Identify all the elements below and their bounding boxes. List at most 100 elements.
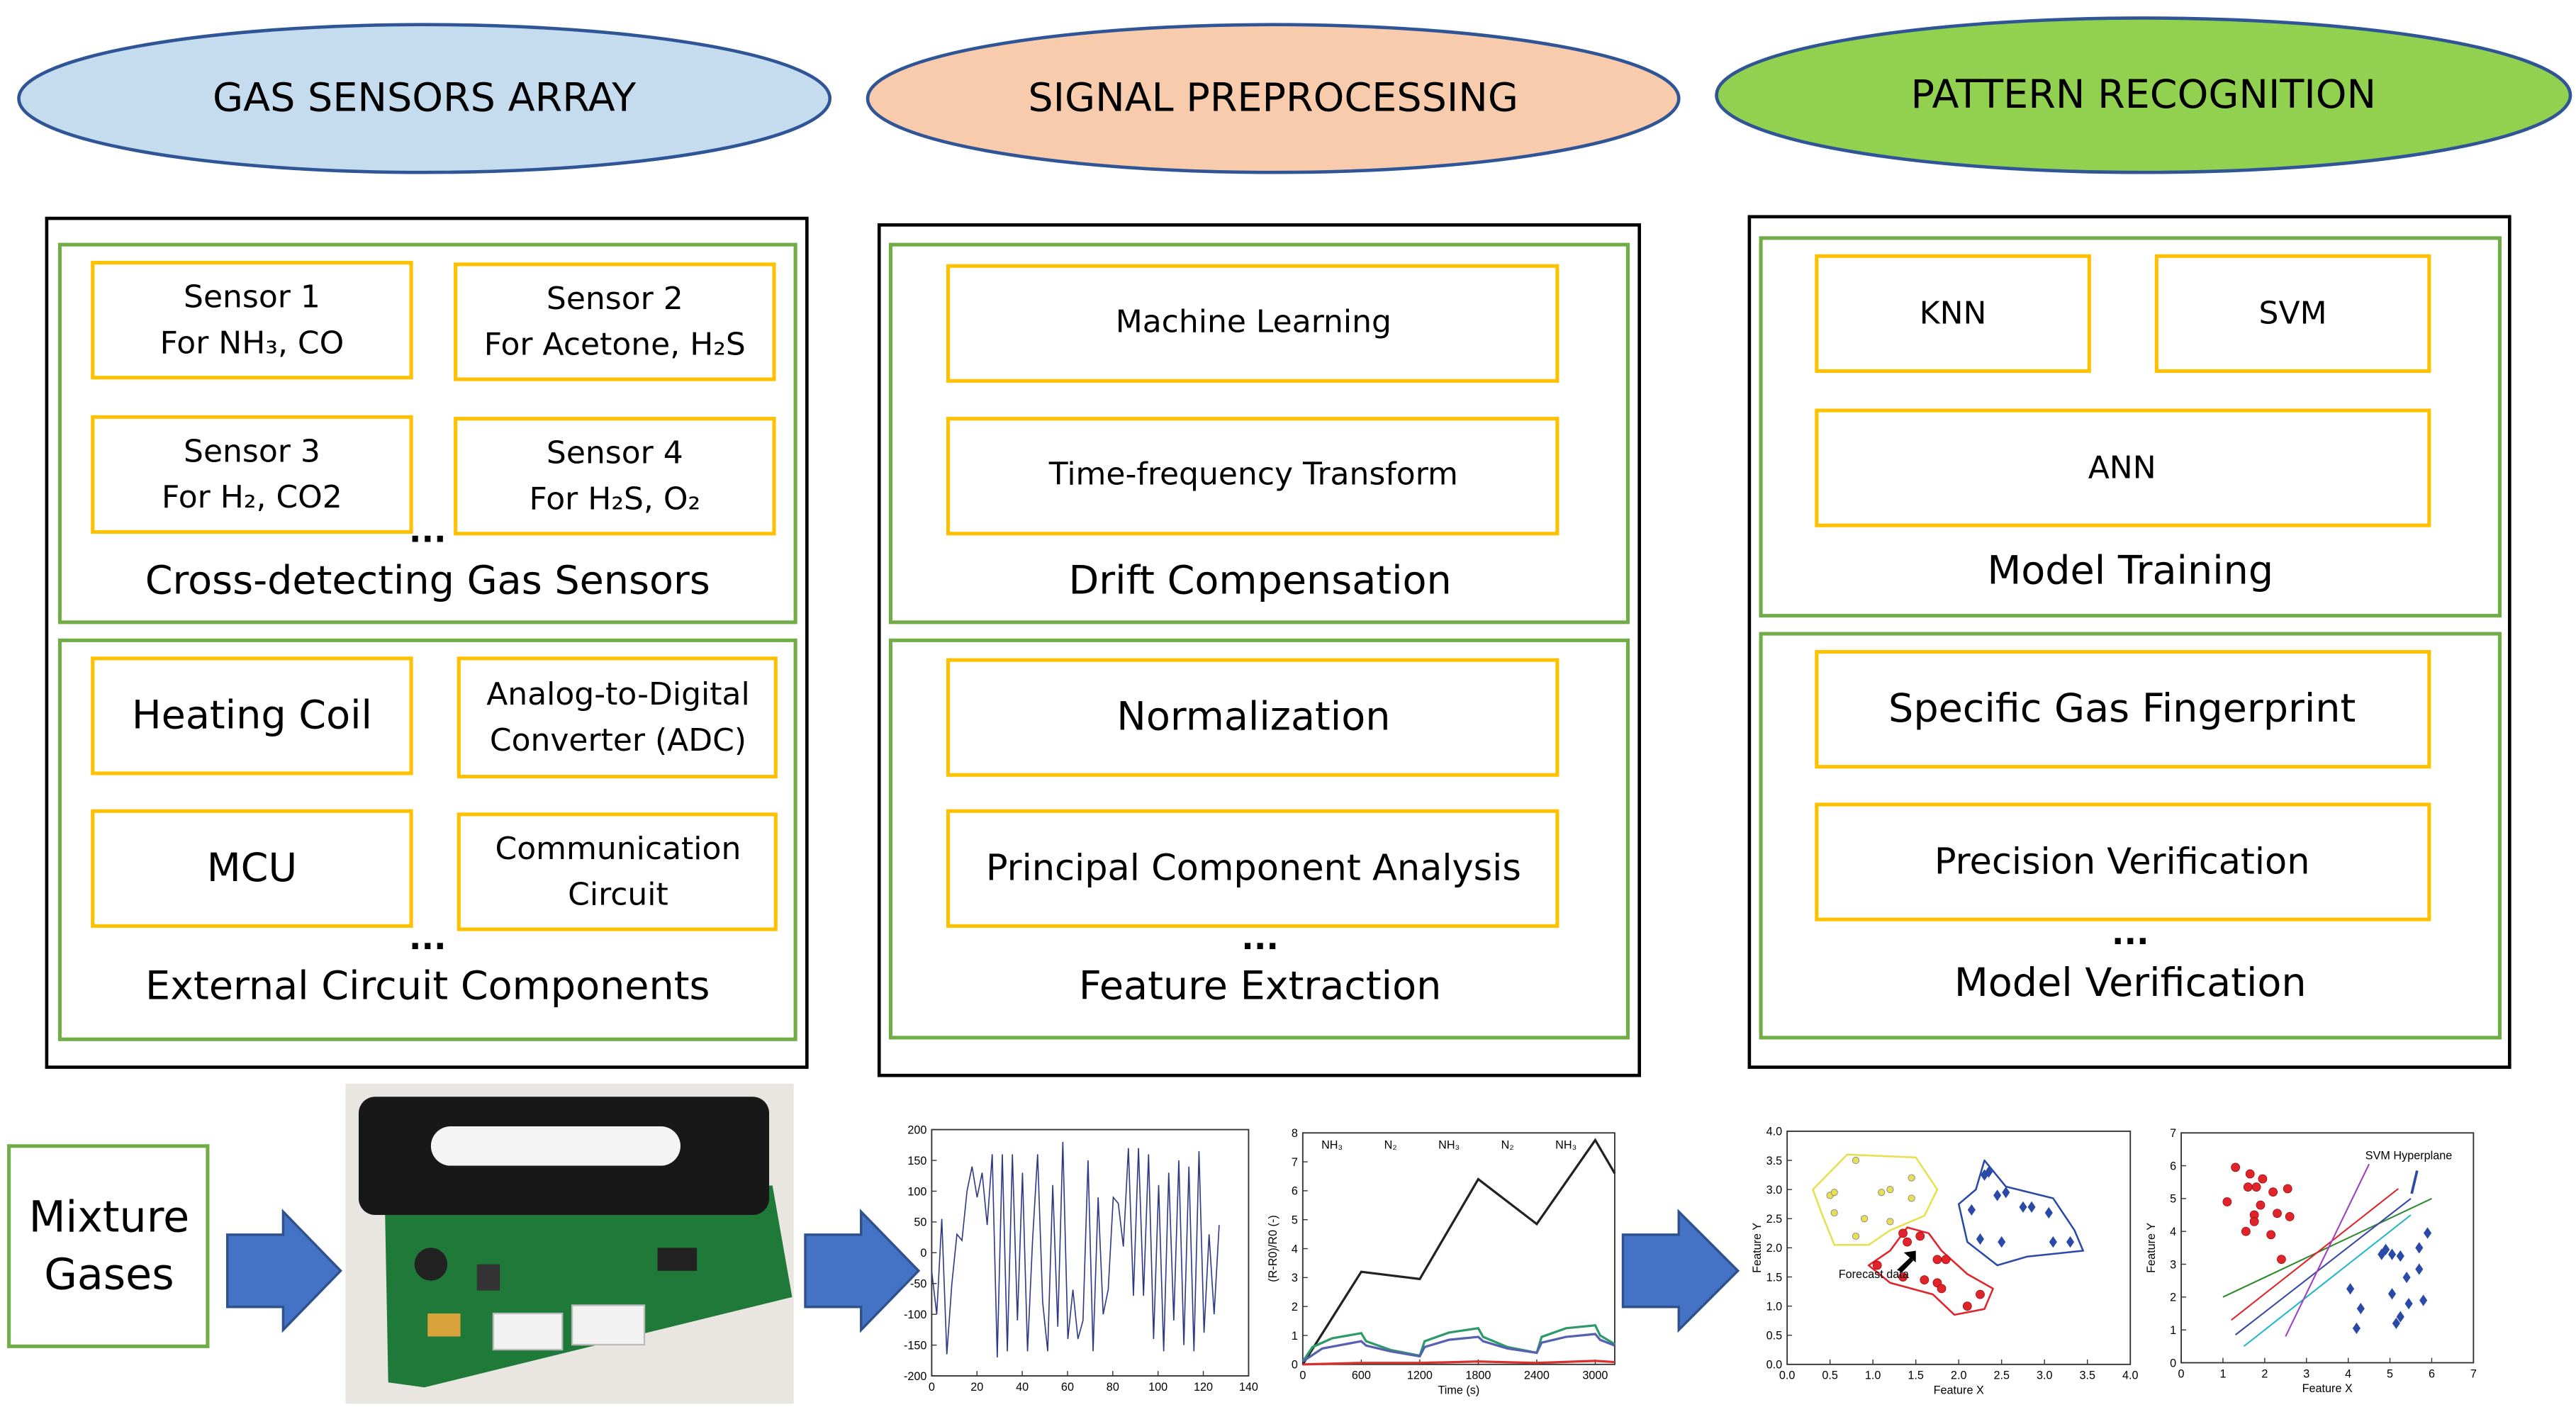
data-point: [2019, 1201, 2027, 1213]
data-point: [2273, 1209, 2282, 1218]
svm-box: [2154, 254, 2431, 374]
y-tick-label: 150: [907, 1155, 926, 1167]
heating-coil-label: Heating Coil: [132, 692, 372, 738]
sensor-2-target: For Acetone, H₂S: [484, 327, 746, 363]
svm-arrow-icon: [2410, 1170, 2419, 1194]
data-point: [1872, 1260, 1882, 1270]
data-point: [2392, 1317, 2400, 1330]
y-tick-label: 200: [907, 1124, 926, 1136]
fingerprint-box: [1815, 650, 2431, 769]
response-series-line: [1301, 1333, 1615, 1363]
stage-title: PATTERN RECOGNITION: [1911, 72, 2377, 118]
fingerprint-label: Specific Gas Fingerprint: [1888, 685, 2356, 732]
y-tick-label: 0: [1292, 1359, 1298, 1372]
pcb-board: [385, 1185, 793, 1388]
y-tick-label: 3: [1292, 1272, 1298, 1284]
y-axis-label: Feature Y: [2145, 1223, 2158, 1273]
data-point: [1886, 1186, 1894, 1194]
y-tick-label: 7: [2170, 1127, 2176, 1140]
data-point: [2402, 1271, 2411, 1284]
sensor-1-box: [91, 261, 413, 380]
data-point: [1932, 1255, 1942, 1265]
y-tick-label: 0.0: [1766, 1359, 1783, 1372]
data-point: [2027, 1201, 2036, 1213]
sensors-group: [57, 242, 797, 624]
y-axis-label: Feature Y: [1751, 1223, 1764, 1273]
more-ellipsis: ...: [2112, 914, 2149, 952]
y-tick-label: 2: [2170, 1291, 2176, 1304]
x-tick-label: 3000: [1582, 1369, 1608, 1382]
x-tick-label: 0: [1299, 1369, 1306, 1382]
data-point: [1976, 1233, 1985, 1245]
data-point: [1903, 1237, 1912, 1247]
data-point: [2356, 1302, 2365, 1315]
x-tick-label: 2: [2261, 1367, 2268, 1380]
data-point: [1852, 1156, 1860, 1165]
more-ellipsis: ...: [409, 919, 447, 957]
more-ellipsis: ...: [409, 511, 447, 549]
data-point: [1898, 1272, 1908, 1282]
x-tick-label: 1800: [1465, 1369, 1491, 1382]
data-point: [1993, 1189, 2002, 1201]
data-point: [2424, 1227, 2432, 1239]
x-tick-label: 0.0: [1779, 1369, 1796, 1382]
input-frame: [7, 1144, 210, 1348]
phase-label: NH₃: [1321, 1139, 1343, 1152]
time-frequency-box: [946, 417, 1559, 536]
x-tick-label: 0: [929, 1381, 935, 1394]
x-tick-label: 1.5: [1908, 1369, 1924, 1382]
cluster-outline: [1812, 1153, 1939, 1246]
x-tick-label: 0.5: [1822, 1369, 1838, 1382]
hyperplane-line: [2234, 1198, 2412, 1335]
connector-component: [492, 1312, 564, 1351]
sensor-1-name: Sensor 1: [184, 279, 320, 315]
mixture-gases-box: Mixture Gases: [7, 1144, 210, 1348]
y-tick-label: -150: [904, 1339, 926, 1352]
svm-annotation: SVM Hyperplane: [2365, 1149, 2452, 1162]
connector-component: [571, 1304, 646, 1346]
x-tick-label: 4: [2345, 1367, 2351, 1380]
knn-box: [1815, 254, 2091, 374]
y-axis-label: (R-R0)/R0 (-): [1267, 1215, 1279, 1282]
sensor-window: [430, 1126, 681, 1166]
y-tick-label: 0.5: [1766, 1330, 1783, 1343]
cluster-outline: [1957, 1159, 2084, 1267]
mcu-box: [91, 809, 413, 928]
data-point: [1908, 1174, 1915, 1182]
y-tick-label: 0: [920, 1247, 926, 1260]
circuit-group: [57, 638, 797, 1041]
more-ellipsis: ...: [1241, 919, 1279, 957]
sensor-3-box: [91, 415, 413, 534]
sensor-4-name: Sensor 4: [547, 435, 683, 471]
normalization-box: [946, 658, 1559, 777]
pattern-recognition-panel: KNN SVM ANN Model Training Specific Gas …: [1747, 215, 2511, 1069]
training-group: [1759, 236, 2502, 618]
hyperplane-line: [2222, 1197, 2432, 1298]
y-tick-label: 2.0: [1766, 1242, 1783, 1255]
y-tick-label: 1.5: [1766, 1271, 1783, 1284]
flow-arrow-icon: [1621, 1209, 1740, 1333]
precision-label: Precision Verification: [1934, 841, 2310, 882]
x-tick-label: 100: [1148, 1381, 1167, 1394]
data-point: [2066, 1236, 2075, 1248]
data-point: [2249, 1216, 2259, 1226]
data-point: [1920, 1275, 1930, 1284]
mcu-label: MCU: [207, 845, 297, 891]
flow-arrow-icon: [804, 1209, 921, 1333]
data-point: [2231, 1162, 2240, 1172]
y-tick-label: 0: [2170, 1357, 2176, 1369]
x-tick-label: 80: [1107, 1381, 1119, 1394]
verification-group: [1759, 632, 2502, 1040]
adc-label-line2: Converter (ADC): [490, 722, 746, 758]
x-tick-label: 3.0: [2037, 1369, 2053, 1382]
signal-preprocessing-panel: Machine Learning Time-frequency Transfor…: [877, 223, 1641, 1077]
x-tick-label: 6: [2429, 1367, 2435, 1380]
y-tick-label: 3.0: [1766, 1184, 1783, 1197]
y-tick-label: 7: [1292, 1156, 1298, 1169]
sensor-4-target: For H₂S, O₂: [530, 481, 701, 517]
y-tick-label: 2.5: [1766, 1213, 1783, 1226]
data-point: [2382, 1243, 2390, 1255]
